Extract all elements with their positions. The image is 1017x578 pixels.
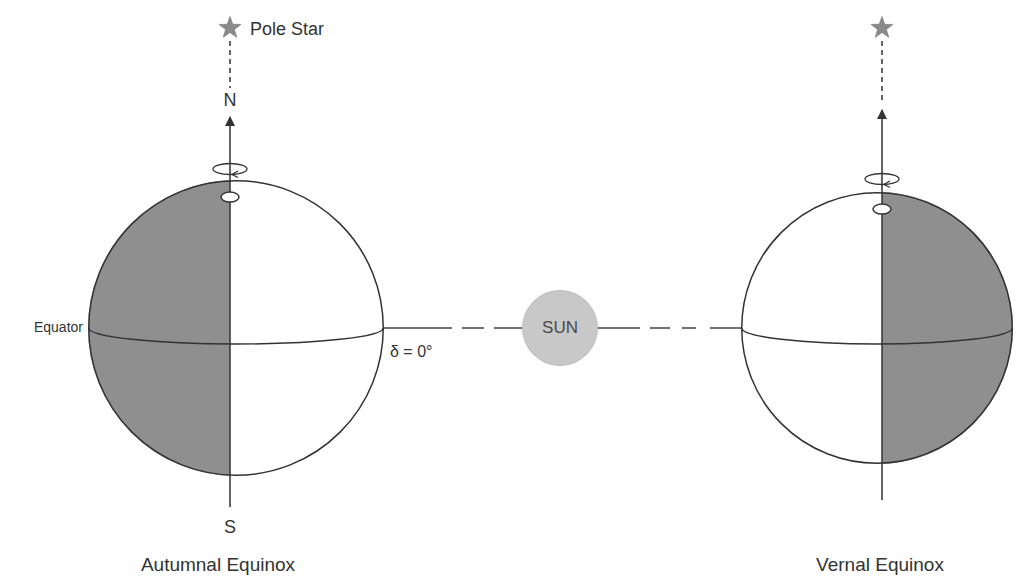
earth-outline <box>89 181 384 476</box>
pole-ring <box>873 204 891 214</box>
rotation-axis <box>229 117 231 180</box>
rotation-axis <box>229 476 231 507</box>
pole-ring <box>221 192 239 202</box>
label-holder: Pole Star <box>250 19 324 41</box>
axis-dashed <box>881 41 883 104</box>
pole-label: S <box>224 517 236 539</box>
rotation-arrow <box>213 164 247 175</box>
equator-line <box>742 328 1013 344</box>
pole-label: N <box>224 90 237 112</box>
earth-day-side <box>742 193 1013 464</box>
rotation-arrowhead <box>884 181 890 188</box>
sun-label: SUN <box>542 318 578 338</box>
label-holder: N <box>224 90 237 112</box>
earth-sphere: Autumnal Equinox <box>88 180 384 476</box>
terminator-line <box>881 192 883 464</box>
caption: Autumnal Equinox <box>141 554 295 577</box>
pole-star <box>871 17 893 38</box>
earth-shape <box>741 192 1013 464</box>
label-holder: δ = 0° <box>390 342 432 361</box>
earth-outline <box>742 193 1013 464</box>
label-holder: Equator <box>34 319 83 336</box>
equator-line <box>89 328 384 344</box>
caption: Vernal Equinox <box>816 554 944 577</box>
rotation-arrowhead <box>232 171 238 178</box>
earth-night-side <box>882 192 1013 464</box>
sun-circle: SUN <box>522 290 598 366</box>
sun-disc <box>523 291 598 366</box>
rotation-axis <box>881 110 883 192</box>
pole-star <box>219 17 241 38</box>
terminator-line <box>229 180 231 476</box>
label-holder: S <box>224 517 236 539</box>
rotation-axis <box>881 464 883 500</box>
earth-shape <box>88 180 384 476</box>
rotation-arrow <box>865 174 899 185</box>
star-label: Pole Star <box>250 19 324 41</box>
sight-line <box>384 327 522 329</box>
axis-dashed <box>229 41 231 88</box>
earth-night-side <box>88 180 230 476</box>
declination-label: δ = 0° <box>390 342 432 361</box>
sight-line <box>598 327 741 329</box>
equator-label: Equator <box>34 319 83 336</box>
earth-day-side <box>89 181 384 476</box>
earth-sphere: Vernal Equinox <box>741 192 1013 464</box>
